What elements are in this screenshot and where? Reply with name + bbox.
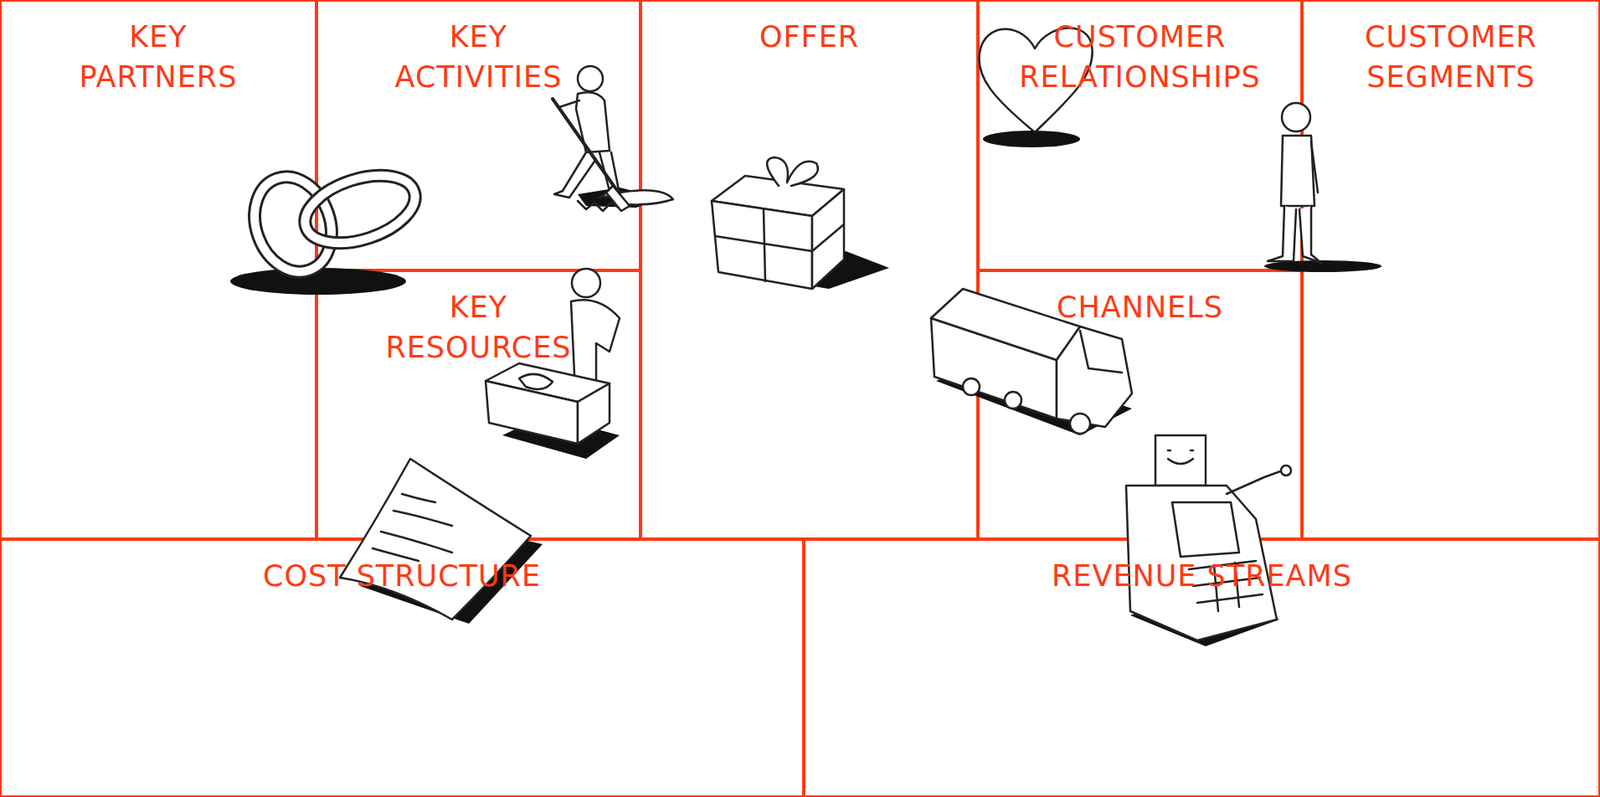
knob bbox=[1281, 465, 1292, 476]
screen bbox=[1172, 502, 1240, 557]
canvas-block: REVENUE STREAMS bbox=[802, 537, 1600, 797]
block-heading: KEY ACTIVITIES bbox=[395, 16, 563, 98]
block-heading: KEY RESOURCES bbox=[385, 287, 572, 369]
legs bbox=[1267, 205, 1322, 263]
block-heading: OFFER bbox=[759, 16, 860, 57]
canvas-block: COST STRUCTURE bbox=[0, 537, 806, 797]
face bbox=[1167, 450, 1194, 464]
shadow bbox=[982, 130, 1081, 148]
block-heading: CUSTOMER SEGMENTS bbox=[1364, 16, 1538, 98]
rings-sketch bbox=[230, 163, 424, 295]
block-heading: CHANNELS bbox=[1056, 287, 1224, 328]
gift-box bbox=[711, 157, 890, 289]
crate-front bbox=[485, 380, 578, 444]
display bbox=[1155, 435, 1206, 486]
leg bbox=[554, 152, 597, 198]
shovel bbox=[552, 98, 620, 195]
block-heading: REVENUE STREAMS bbox=[1051, 555, 1353, 597]
head bbox=[1281, 102, 1311, 132]
cash-register bbox=[1126, 435, 1292, 647]
head bbox=[577, 66, 603, 92]
wheel bbox=[1004, 391, 1022, 409]
shovel-blade bbox=[606, 185, 630, 211]
crate-side bbox=[577, 383, 610, 444]
block-heading: CUSTOMER RELATIONSHIPS bbox=[1018, 16, 1261, 98]
paper-sheet bbox=[339, 458, 531, 620]
body bbox=[1281, 135, 1315, 206]
item bbox=[519, 374, 553, 390]
handle bbox=[1226, 470, 1283, 494]
head bbox=[571, 268, 601, 298]
digging-man bbox=[552, 66, 674, 211]
body bbox=[576, 92, 610, 153]
block-heading: KEY PARTNERS bbox=[79, 16, 238, 98]
cab bbox=[1056, 326, 1132, 428]
window bbox=[1080, 330, 1122, 373]
customer-figure bbox=[1264, 102, 1382, 273]
arm bbox=[559, 100, 580, 108]
scribbles bbox=[372, 493, 453, 561]
ribbon bbox=[715, 209, 844, 282]
arm bbox=[1311, 142, 1318, 193]
cost-paper bbox=[339, 458, 543, 624]
block-heading: COST STRUCTURE bbox=[262, 555, 541, 597]
box-front bbox=[711, 200, 813, 289]
bow bbox=[766, 157, 819, 186]
wheel bbox=[1070, 413, 1091, 434]
wheel bbox=[962, 378, 980, 396]
